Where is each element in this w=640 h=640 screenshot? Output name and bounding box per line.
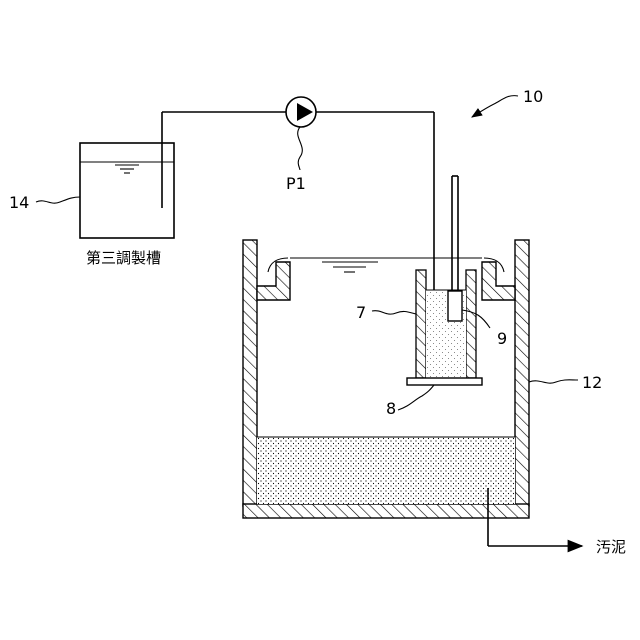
label-plate: 8 [386, 399, 396, 418]
label-tube: 7 [356, 303, 366, 322]
sensor-probe [448, 176, 462, 321]
inner-tube [416, 270, 476, 378]
bottom-plate [407, 378, 482, 385]
pump-p1 [286, 97, 316, 170]
feed-pipe [162, 112, 440, 352]
third-preparation-tank [80, 112, 174, 238]
label-sludge: 汚泥 [596, 538, 626, 556]
label-pump: P1 [286, 174, 306, 193]
label-tank-14: 14 [9, 193, 29, 212]
label-tank-name: 第三調製槽 [86, 249, 161, 267]
main-tank [243, 240, 529, 518]
label-system: 10 [523, 87, 543, 106]
label-sensor: 9 [497, 329, 507, 348]
label-main-tank: 12 [582, 373, 602, 392]
